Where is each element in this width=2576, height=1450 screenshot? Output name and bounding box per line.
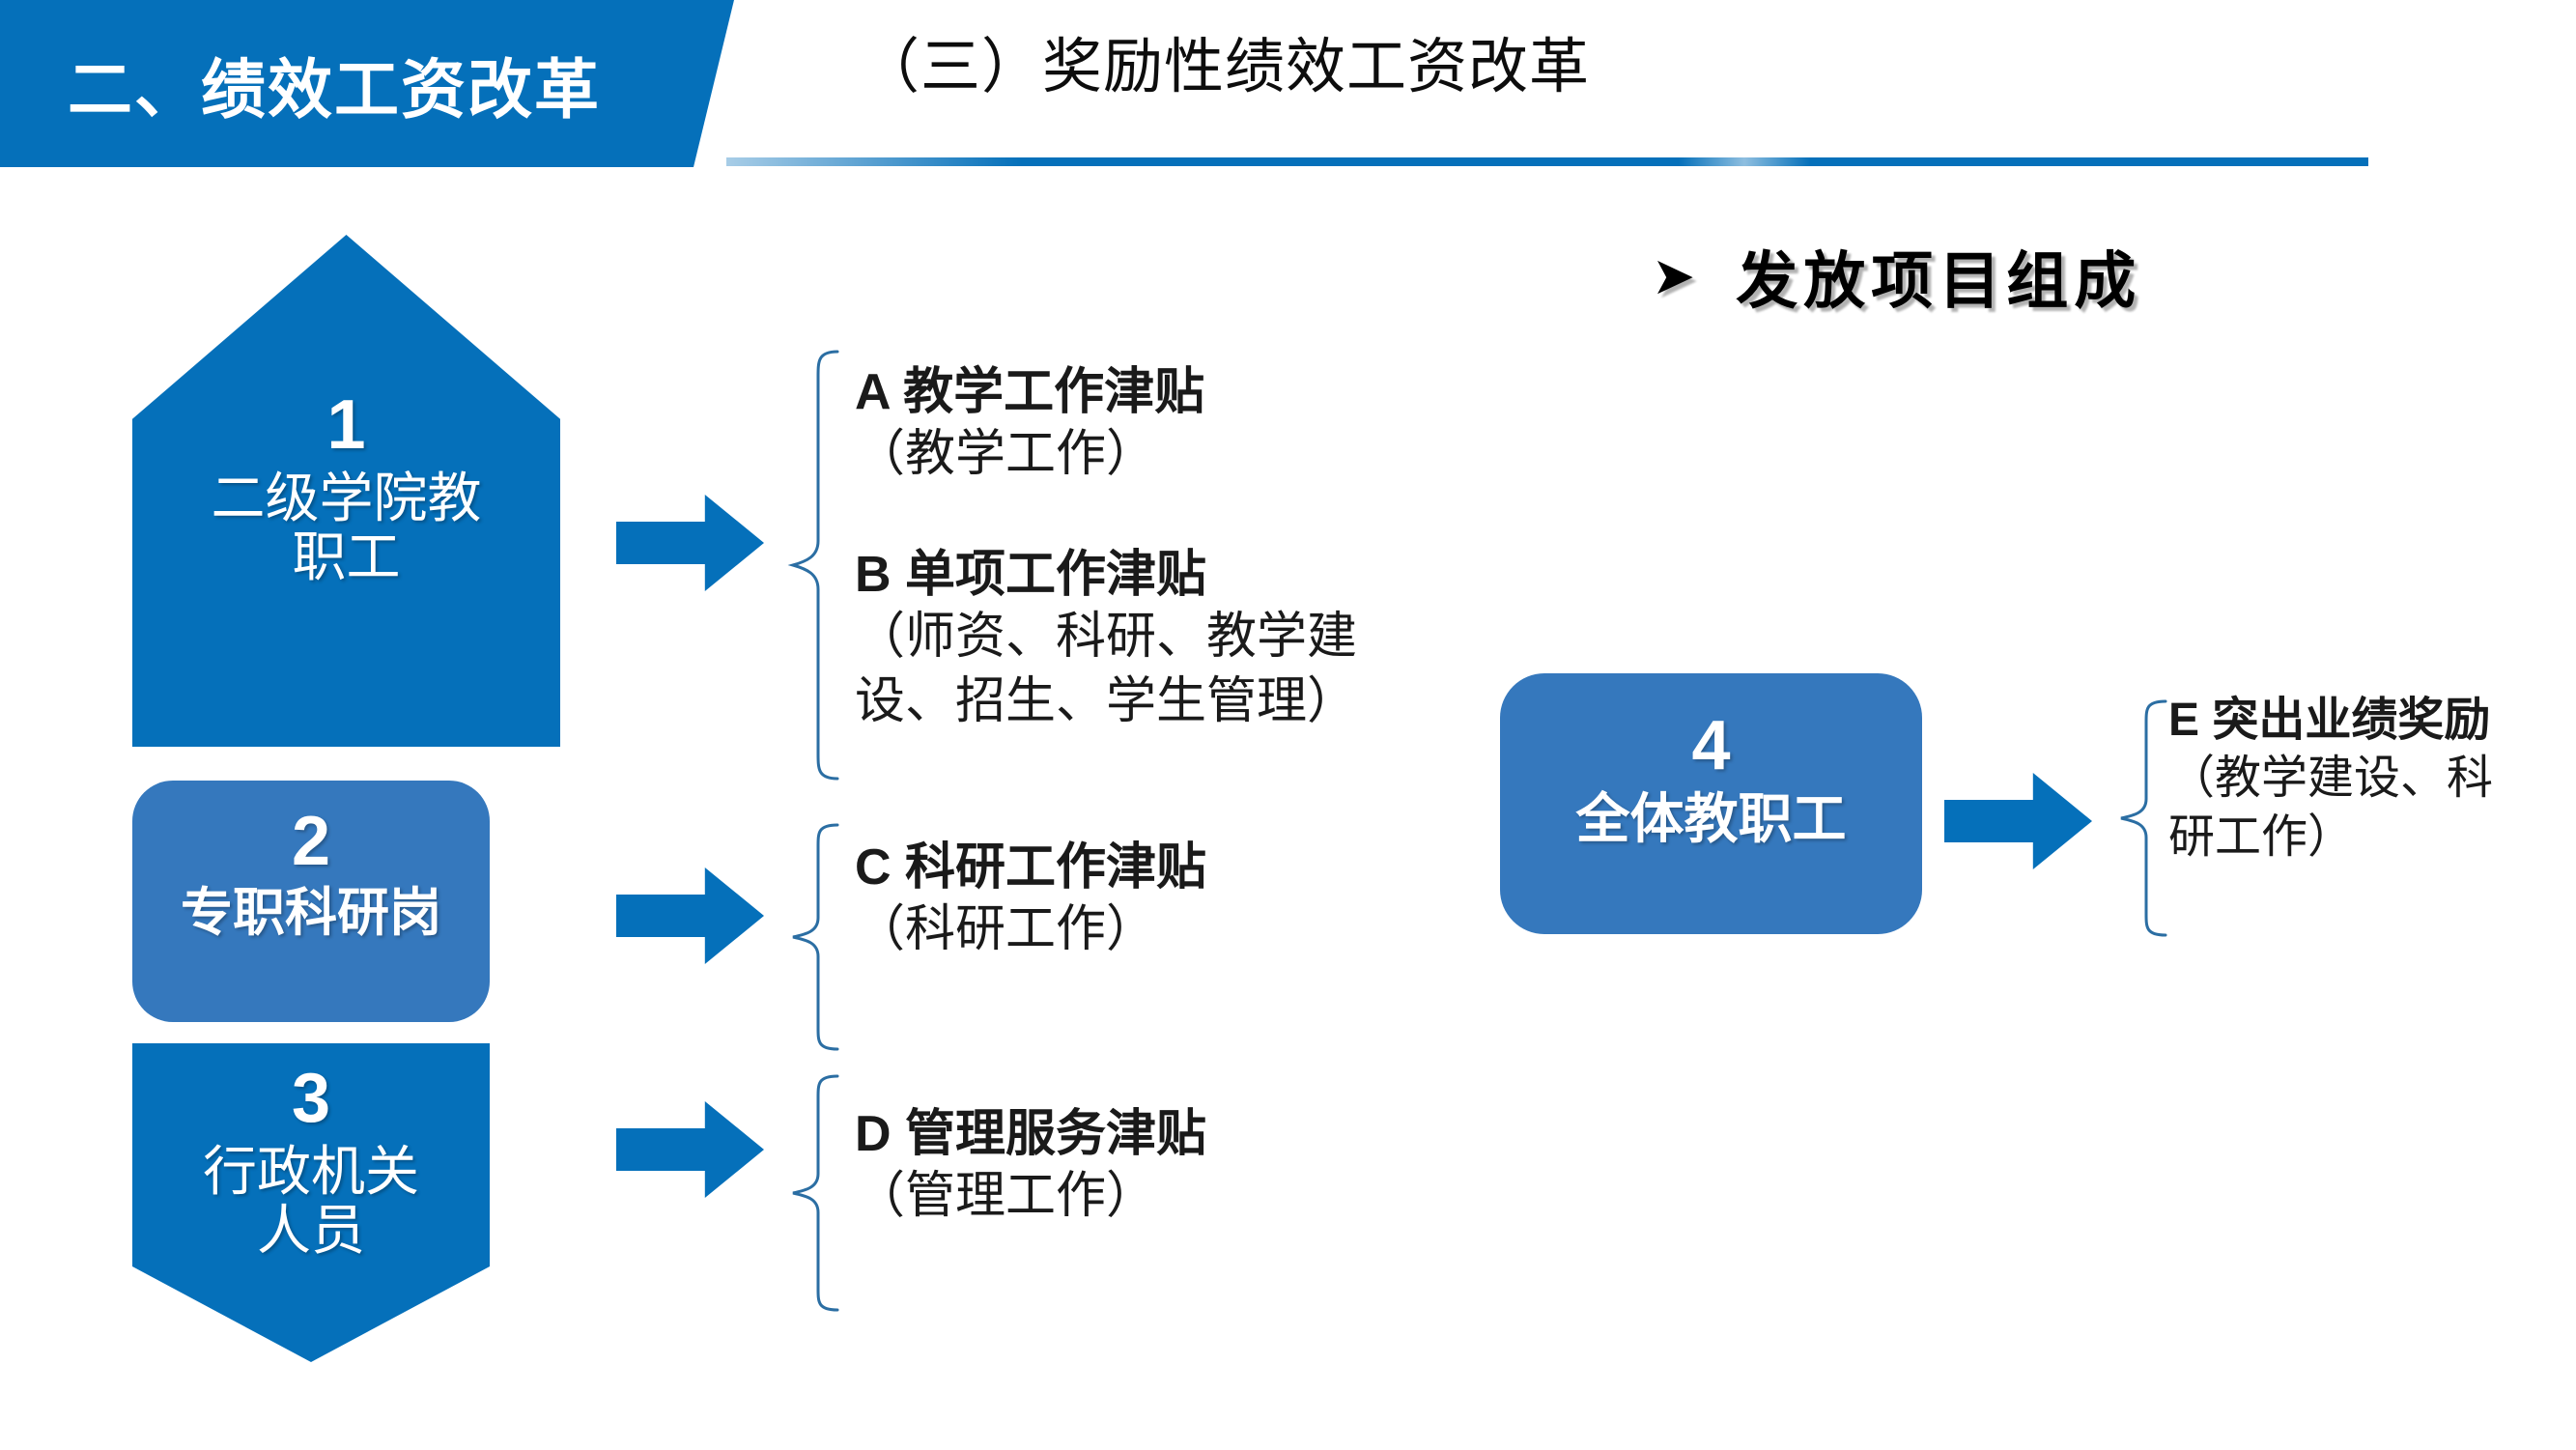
group-number-1: 1 [326,386,366,464]
group-shape-1: 1 二级学院教 职工 [132,235,560,747]
benefit-item-b-sub-line1: （师资、科研、教学建 [855,609,1358,666]
benefit-item-c-title: C 科研工作津贴 [855,839,1207,896]
benefit-item-e-title: E 突出业绩奖励 [2168,695,2491,746]
group-caption-1-line2: 职工 [292,526,401,588]
header-section-label: 二、绩效工资改革 [68,53,601,127]
group-shape-2: 2 专职科研岗 [132,781,490,1022]
bullet-heading-label: 发放项目组成 [1736,246,2142,316]
benefit-item-d-title: D 管理服务津贴 [855,1106,1207,1162]
benefit-item-e-sub-line2: 研工作） [2168,811,2355,864]
arrow-bullet-icon: ➤ [1652,247,1696,305]
group-shape-4: 4 全体教职工 [1500,673,1922,934]
group-caption-1: 二级学院教 职工 [211,467,482,588]
group-caption-4: 全体教职工 [1575,787,1847,849]
curly-brace-d [787,1072,845,1314]
benefit-item-b-title: B 单项工作津贴 [855,547,1207,603]
header-divider-line [726,157,2368,166]
group-caption-3: 行政机关 人员 [203,1140,419,1262]
group-caption-2: 专职科研岗 [181,883,441,942]
group-number-4: 4 [1691,707,1731,784]
group-caption-1-line1: 二级学院教 [211,467,482,528]
right-arrow-icon-2 [616,867,764,964]
group-number-2: 2 [291,803,331,880]
header-section-banner: 二、绩效工资改革 [0,0,734,167]
group-caption-3-line1: 行政机关 [203,1140,419,1202]
benefit-item-b: B 单项工作津贴 （师资、科研、教学建 设、招生、学生管理） [855,546,1473,733]
benefit-item-a: A 教学工作津贴 （教学工作） [855,363,1454,487]
benefit-item-c-sub-line1: （科研工作） [855,901,1157,958]
benefit-item-b-sub-line2: 设、招生、学生管理） [855,672,1358,729]
benefit-item-e: E 突出业绩奖励 （教学建设、科 研工作） [2168,694,2574,867]
curly-brace-c [787,821,845,1053]
benefit-item-d: D 管理服务津贴 （管理工作） [855,1105,1454,1229]
group-number-3: 3 [291,1060,331,1137]
benefit-item-c: C 科研工作津贴 （科研工作） [855,839,1454,962]
page-title: （三）奖励性绩效工资改革 [860,34,1591,100]
right-arrow-icon-1 [616,495,764,591]
group-caption-3-line2: 人员 [257,1200,365,1262]
right-arrow-icon-4 [1944,773,2092,869]
benefit-item-d-sub-line1: （管理工作） [855,1168,1157,1225]
benefit-item-a-sub-line1: （教学工作） [855,426,1157,483]
benefit-item-a-title: A 教学工作津贴 [855,364,1205,420]
benefit-item-e-sub-line1: （教学建设、科 [2168,752,2494,804]
group-shape-3: 3 行政机关 人员 [132,1043,490,1362]
bullet-heading: ➤ 发放项目组成 [1652,232,2141,321]
curly-brace-e [2115,697,2173,939]
right-arrow-icon-3 [616,1101,764,1198]
curly-brace-ab [787,348,845,782]
